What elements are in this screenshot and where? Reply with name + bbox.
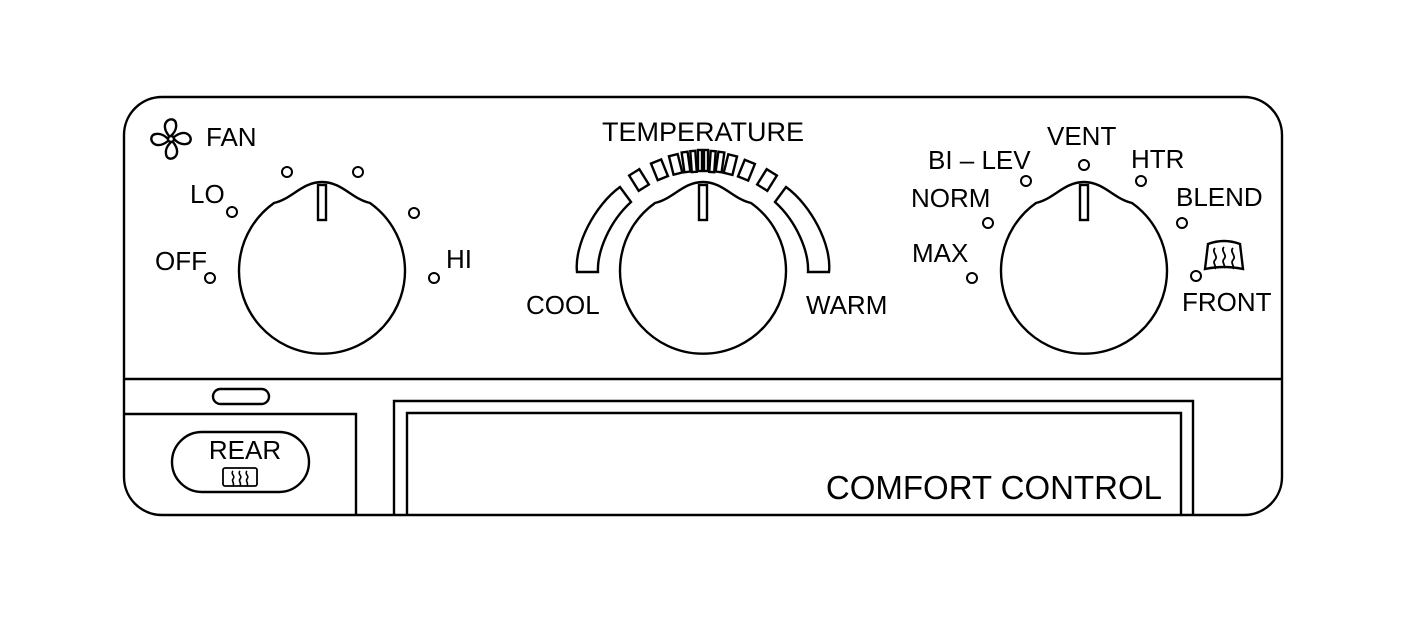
fan-knob[interactable]: [237, 180, 407, 355]
fan-label-hi: HI: [446, 244, 472, 274]
temp-label-cool: COOL: [526, 290, 600, 320]
fan-knob-pointer: [316, 183, 328, 222]
mode-dot-norm: [982, 217, 994, 229]
temperature-knob[interactable]: [618, 180, 788, 355]
mode-dot-front: [1190, 270, 1202, 282]
mode-label-blend: BLEND: [1176, 182, 1263, 212]
mode-knob[interactable]: [999, 180, 1169, 355]
rear-defrost-button[interactable]: REAR: [170, 430, 311, 494]
display-frame-inner: [405, 411, 1183, 515]
mode-dot-bilev: [1020, 175, 1032, 187]
mode-dot-vent: [1078, 159, 1090, 171]
mode-knob-pointer: [1078, 183, 1090, 222]
mode-label-vent: VENT: [1047, 121, 1116, 151]
temp-label-warm: WARM: [806, 290, 887, 320]
fan-label-lo: LO: [190, 179, 225, 209]
windshield-defrost-icon: [1203, 239, 1245, 271]
fan-label-off: OFF: [155, 246, 207, 276]
mode-label-norm: NORM: [911, 183, 990, 213]
panel-outline: [122, 95, 1284, 517]
display-label: COMFORT CONTROL: [826, 469, 1162, 506]
fan-dot-2: [281, 166, 293, 178]
fan-title: FAN: [206, 122, 257, 152]
temperature-title: TEMPERATURE: [602, 117, 804, 147]
fan-dot-4: [408, 207, 420, 219]
temp-scale-segments: [627, 148, 779, 193]
mode-dot-max: [966, 272, 978, 284]
mode-label-bilev: BI – LEV: [928, 145, 1031, 175]
mode-label-max: MAX: [912, 238, 968, 268]
mode-dot-htr: [1135, 175, 1147, 187]
rear-defrost-icon: [222, 467, 258, 487]
mode-dot-blend: [1176, 217, 1188, 229]
fan-dot-hi: [428, 272, 440, 284]
rear-button-label: REAR: [209, 435, 281, 465]
mode-label-front: FRONT: [1182, 287, 1272, 317]
mode-label-htr: HTR: [1131, 144, 1184, 174]
display-frame-outer: [392, 399, 1195, 515]
fan-dot-lo: [226, 206, 238, 218]
temp-scale-left-band: [575, 185, 633, 274]
rear-subpanel-outline: [124, 412, 358, 515]
temp-scale-right-band: [773, 185, 831, 274]
indicator-slot: [211, 387, 271, 406]
fan-dot-3: [352, 166, 364, 178]
fan-icon: [150, 118, 192, 160]
temperature-knob-pointer: [697, 183, 709, 222]
fan-dot-off: [204, 272, 216, 284]
